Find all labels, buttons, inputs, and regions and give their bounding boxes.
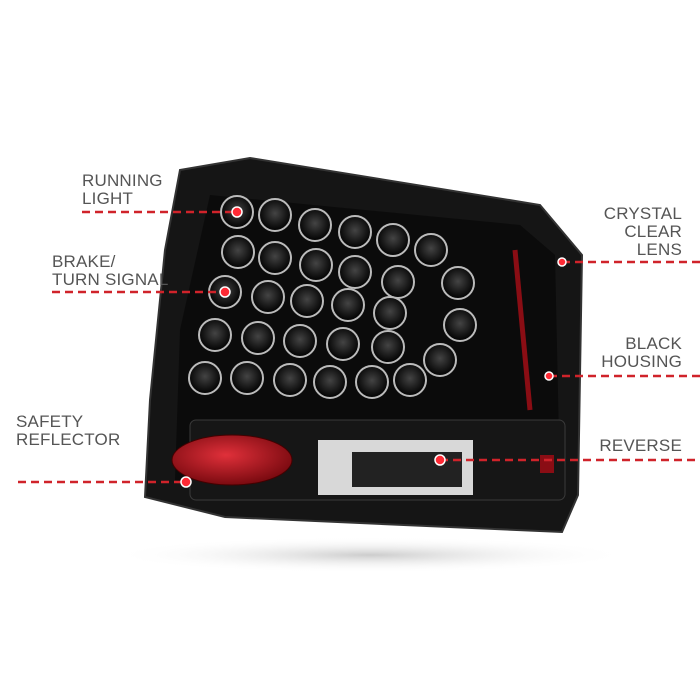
led [423,343,457,377]
label-line: LENS [636,240,682,259]
callout-reverse: REVERSE [599,437,682,455]
callout-brake-turn-signal: BRAKE/ TURN SIGNAL [52,253,169,289]
led [299,248,333,282]
led [326,327,360,361]
callout-safety-reflector: SAFETY REFLECTOR [16,413,120,449]
led [355,365,389,399]
led [298,208,332,242]
red-side-strip [512,249,533,411]
led [241,321,275,355]
reverse-dot [434,454,446,466]
led [338,215,372,249]
led [443,308,477,342]
crystal-lens-dot [557,257,567,267]
running-light-dot [231,206,243,218]
black-housing-dot [544,371,554,381]
reverse-bulb-housing [352,452,462,487]
callout-black-housing: BLACK HOUSING [601,335,682,371]
label-line: HOUSING [601,352,682,371]
led [258,198,292,232]
led [414,233,448,267]
led [373,296,407,330]
led-array [188,195,477,399]
callout-running-light: RUNNING LIGHT [82,172,163,208]
led [441,266,475,300]
label-line: CLEAR [624,222,682,241]
label-line: REVERSE [599,436,682,455]
side-marker [540,455,554,473]
led [283,324,317,358]
led [313,365,347,399]
label-line: REFLECTOR [16,430,121,449]
led [371,330,405,364]
led [290,284,324,318]
led [331,288,365,322]
callout-crystal-clear-lens: CRYSTAL CLEAR LENS [604,205,682,259]
led [221,235,255,269]
safety-reflector-lens [171,434,293,486]
label-line: TURN SIGNAL [52,270,169,289]
label-line: SAFETY [16,412,84,431]
label-line: BRAKE/ [52,252,116,271]
led [381,265,415,299]
led [273,363,307,397]
led [338,255,372,289]
led [376,223,410,257]
led [258,241,292,275]
led [230,361,264,395]
ground-shadow [110,537,630,573]
led [188,361,222,395]
led [198,318,232,352]
label-line: BLACK [625,334,682,353]
brake-signal-dot [219,286,231,298]
label-line: LIGHT [82,189,134,208]
label-line: CRYSTAL [603,204,682,223]
safety-reflector-dot [180,476,192,488]
led [251,280,285,314]
label-line: RUNNING [82,171,163,190]
led [393,363,427,397]
